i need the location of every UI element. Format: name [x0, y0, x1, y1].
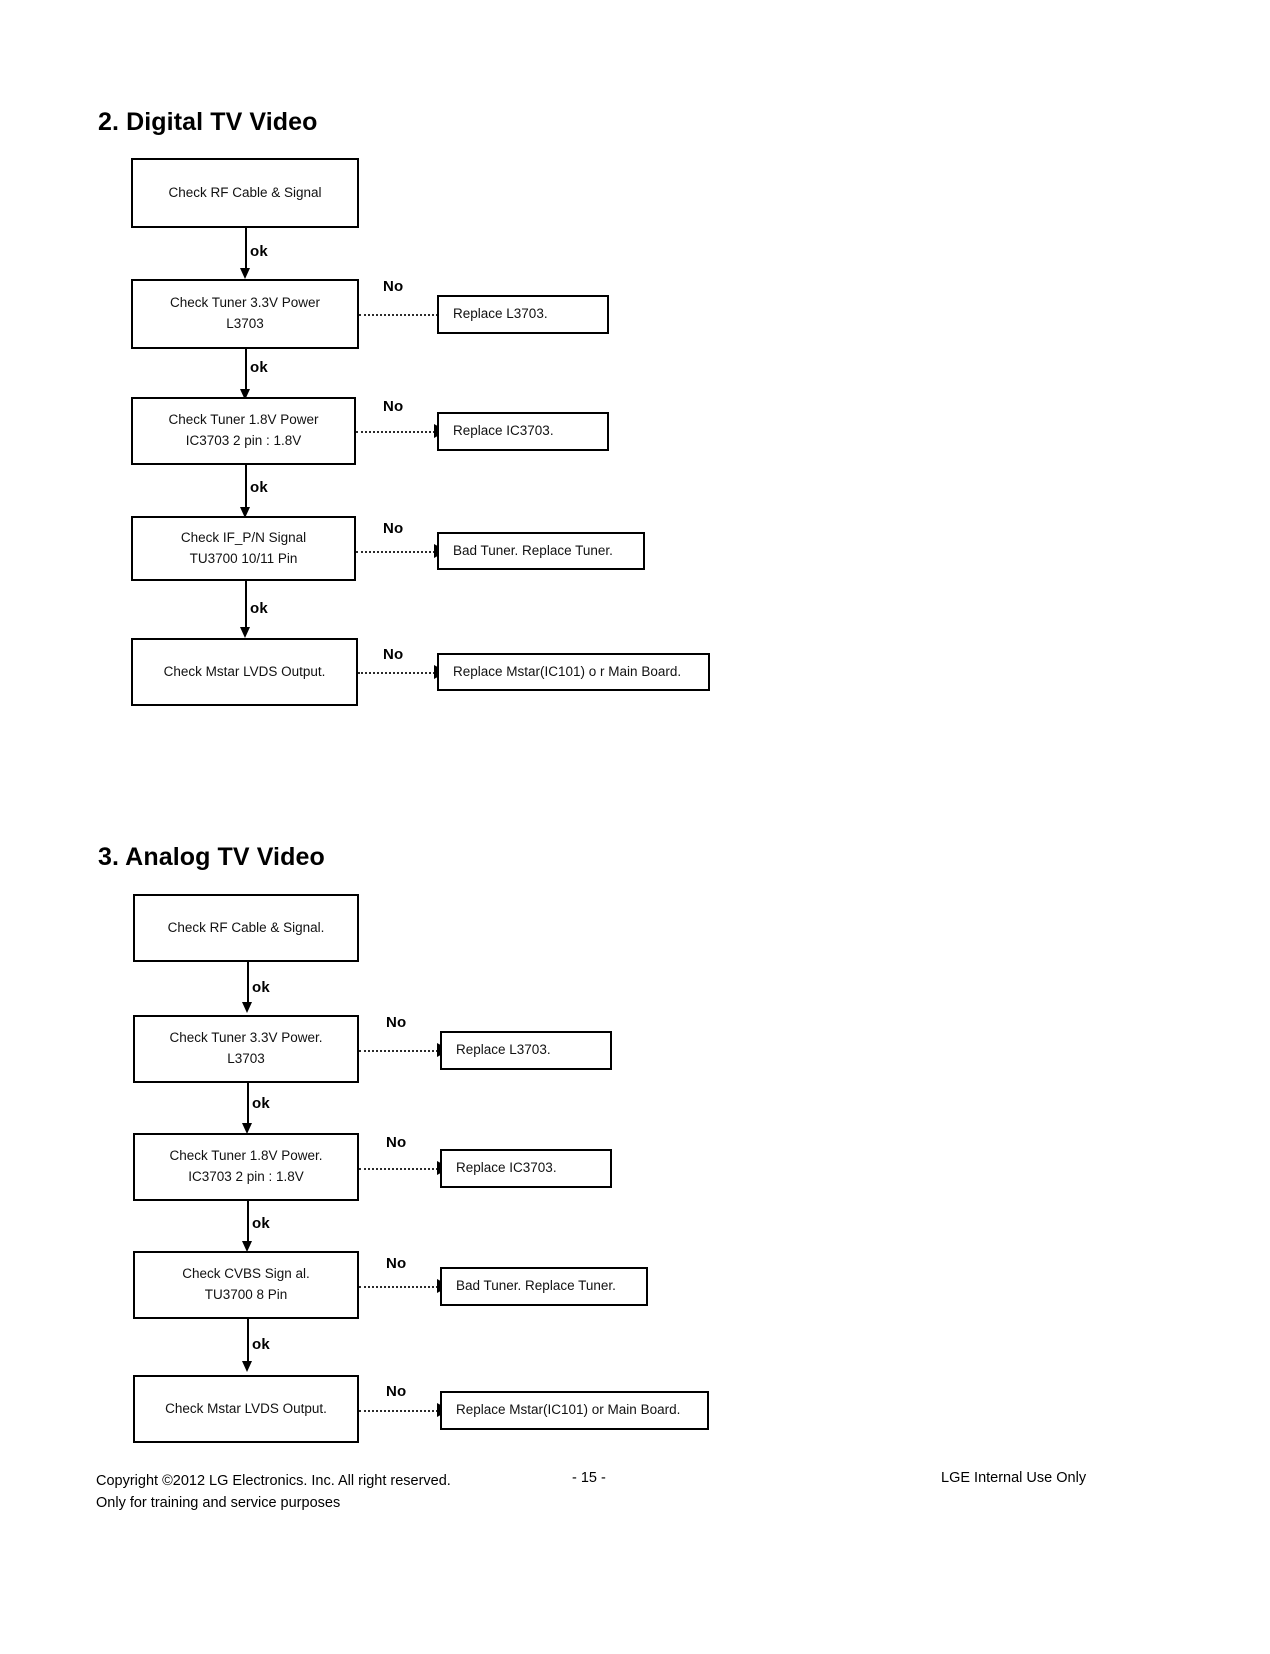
- no-label-analog-1: No: [386, 1014, 407, 1031]
- process-box-line1: Check Tuner 3.3V Power: [169, 295, 321, 311]
- process-box-digital-step-1: Check RF Cable & Signal: [131, 158, 359, 228]
- process-box-line2: L3703: [227, 1051, 265, 1066]
- ok-label-digital-2: ok: [250, 359, 268, 376]
- result-box-label: Replace L3703.: [456, 1042, 551, 1058]
- process-box-line1: Check IF_P/N Signal: [180, 529, 307, 545]
- arrowhead-down-analog-1: [242, 1002, 252, 1013]
- process-box-line2: IC3703 2 pin : 1.8V: [188, 1169, 304, 1184]
- flow-connector-no-analog-3: [359, 1286, 438, 1288]
- ok-label-digital-4: ok: [250, 600, 268, 617]
- flow-connector-no-analog-2: [359, 1168, 438, 1170]
- process-box-digital-step-2: Check Tuner 3.3V Power L3703: [131, 279, 359, 349]
- footer-copyright: Copyright ©2012 LG Electronics. Inc. All…: [96, 1470, 451, 1515]
- arrowhead-down-digital-1: [240, 268, 250, 279]
- result-box-label: Bad Tuner. Replace Tuner.: [456, 1278, 616, 1294]
- process-box-line2: L3703: [226, 316, 264, 331]
- result-box-label: Replace L3703.: [453, 306, 548, 322]
- ok-label-analog-3: ok: [252, 1215, 270, 1232]
- process-box-digital-step-4: Check IF_P/N Signal TU3700 10/11 Pin: [131, 516, 356, 581]
- arrowhead-down-digital-3: [240, 507, 250, 518]
- result-box-label: Replace Mstar(IC101) or Main Board.: [456, 1402, 681, 1418]
- process-box-analog-step-2: Check Tuner 3.3V Power. L3703: [133, 1015, 359, 1083]
- footer-copyright-line2: Only for training and service purposes: [96, 1495, 341, 1512]
- no-label-analog-2: No: [386, 1134, 407, 1151]
- flow-connector-analog-3: [247, 1201, 249, 1245]
- result-box-analog-1: Replace L3703.: [440, 1031, 612, 1070]
- flow-connector-digital-1: [245, 228, 247, 272]
- no-label-digital-4: No: [383, 646, 404, 663]
- ok-label-digital-1: ok: [250, 243, 268, 260]
- process-box-line2: IC3703 2 pin : 1.8V: [185, 433, 302, 448]
- process-box-line2: TU3700 10/11 Pin: [189, 550, 298, 566]
- process-box-analog-step-5: Check Mstar LVDS Output.: [133, 1375, 359, 1443]
- arrowhead-down-digital-2: [240, 389, 250, 400]
- no-label-analog-4: No: [386, 1383, 407, 1400]
- flow-connector-no-digital-2: [356, 431, 435, 433]
- flow-connector-digital-4: [245, 581, 247, 630]
- flow-connector-analog-1: [247, 962, 249, 1006]
- arrowhead-down-analog-3: [242, 1241, 252, 1252]
- process-box-line1: Check Tuner 1.8V Power.: [169, 1148, 323, 1164]
- process-box-line1: Check RF Cable & Signal.: [167, 919, 325, 935]
- no-label-analog-3: No: [386, 1255, 407, 1272]
- result-box-label: Bad Tuner. Replace Tuner.: [453, 542, 613, 558]
- footer-page-number: - 15 -: [572, 1470, 606, 1486]
- result-box-analog-3: Bad Tuner. Replace Tuner.: [440, 1267, 648, 1306]
- no-label-digital-1: No: [383, 278, 404, 295]
- result-box-digital-4: Replace Mstar(IC101) o r Main Board.: [437, 653, 710, 691]
- result-box-analog-4: Replace Mstar(IC101) or Main Board.: [440, 1391, 709, 1430]
- flow-connector-digital-2: [245, 349, 247, 393]
- no-label-digital-3: No: [383, 520, 404, 537]
- result-box-digital-2: Replace IC3703.: [437, 412, 609, 451]
- flow-connector-analog-4: [247, 1319, 249, 1365]
- flow-connector-no-digital-1: [359, 314, 438, 316]
- flow-connector-digital-3: [245, 465, 247, 511]
- arrowhead-down-digital-4: [240, 627, 250, 638]
- flow-connector-analog-2: [247, 1083, 249, 1127]
- arrowhead-down-analog-2: [242, 1123, 252, 1134]
- ok-label-analog-1: ok: [252, 979, 270, 996]
- result-box-label: Replace IC3703.: [456, 1160, 557, 1176]
- process-box-line1: Check RF Cable & Signal: [168, 184, 322, 200]
- flow-connector-no-digital-3: [356, 551, 435, 553]
- flow-connector-no-analog-4: [359, 1410, 438, 1412]
- process-box-analog-step-1: Check RF Cable & Signal.: [133, 894, 359, 962]
- process-box-line1: Check Mstar LVDS Output.: [165, 1400, 327, 1416]
- section-title-analog-tv-video: 3. Analog TV Video: [98, 843, 325, 871]
- ok-label-analog-2: ok: [252, 1095, 270, 1112]
- footer-copyright-line1: Copyright ©2012 LG Electronics. Inc. All…: [96, 1473, 451, 1489]
- result-box-label: Replace IC3703.: [453, 423, 554, 439]
- footer-notice: LGE Internal Use Only: [941, 1470, 1087, 1486]
- flow-connector-no-digital-4: [358, 672, 435, 674]
- process-box-line1: Check CVBS Sign al.: [182, 1266, 310, 1282]
- ok-label-analog-4: ok: [252, 1336, 270, 1353]
- result-box-analog-2: Replace IC3703.: [440, 1149, 612, 1188]
- process-box-line1: Check Mstar LVDS Output.: [163, 663, 326, 679]
- no-label-digital-2: No: [383, 398, 404, 415]
- process-box-line2: TU3700 8 Pin: [204, 1287, 288, 1302]
- result-box-digital-3: Bad Tuner. Replace Tuner.: [437, 532, 645, 570]
- process-box-analog-step-3: Check Tuner 1.8V Power. IC3703 2 pin : 1…: [133, 1133, 359, 1201]
- result-box-digital-1: Replace L3703.: [437, 295, 609, 334]
- arrowhead-down-analog-4: [242, 1361, 252, 1372]
- result-box-label: Replace Mstar(IC101) o r Main Board.: [453, 663, 682, 679]
- process-box-digital-step-3: Check Tuner 1.8V Power IC3703 2 pin : 1.…: [131, 397, 356, 465]
- process-box-analog-step-4: Check CVBS Sign al. TU3700 8 Pin: [133, 1251, 359, 1319]
- process-box-line1: Check Tuner 1.8V Power: [168, 412, 319, 428]
- ok-label-digital-3: ok: [250, 479, 268, 496]
- section-title-digital-tv-video: 2. Digital TV Video: [98, 108, 318, 136]
- process-box-digital-step-5: Check Mstar LVDS Output.: [131, 638, 358, 706]
- process-box-line1: Check Tuner 3.3V Power.: [169, 1030, 323, 1046]
- flow-connector-no-analog-1: [359, 1050, 438, 1052]
